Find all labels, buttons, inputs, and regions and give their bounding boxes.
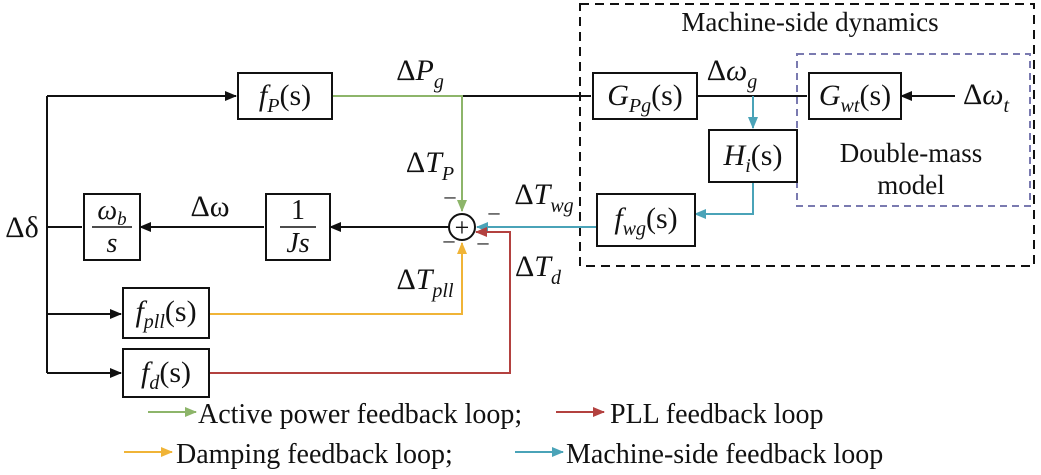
label-delta-twg: ΔTwg [514,178,573,217]
legend-active-text: Active power feedback loop; [198,399,522,430]
label-delta-omega: Δω [190,190,229,223]
label-delta-pg: ΔPg [396,54,444,93]
double-mass-label-line1: Double-mass [840,138,982,168]
block-fwg: fwg(s) [596,193,696,247]
legend-machine-text: Machine-side feedback loop [566,439,883,470]
svg-text:1: 1 [291,195,305,226]
legend-pll-text: PLL feedback loop [610,399,824,430]
machine-side-region [579,3,1035,267]
block-fd: fd(s) [122,348,210,398]
damping-path [209,242,467,315]
svg-text:s: s [107,228,118,259]
block-gpg: GPg(s) [592,72,698,120]
svg-text:GPg(s): GPg(s) [607,79,683,117]
block-hi: Hi(s) [708,129,798,183]
label-delta-wt: Δωt [963,78,1009,117]
machine-side-title: Machine-side dynamics [681,7,938,37]
svg-text:Js: Js [286,228,309,259]
machine-hi-to-fwg [694,182,754,219]
svg-text:fwg(s): fwg(s) [614,202,677,240]
label-delta-wg: Δωg [707,54,757,93]
label-delta-delta: Δδ [5,211,38,244]
summing-junction: + [448,213,476,242]
svg-text:ωb: ωb [97,195,126,230]
label-delta-td: ΔTd [515,250,562,289]
svg-text:Gwt(s): Gwt(s) [819,79,891,117]
block-fp: fP(s) [237,72,333,120]
active-power-path [332,95,467,212]
svg-text:Hi(s): Hi(s) [723,139,783,177]
minus-lower-left: – [443,227,456,252]
pll-path [209,227,511,374]
block-fpll: fpll(s) [122,287,210,339]
svg-text:fd(s): fd(s) [141,356,191,394]
minus-top: – [444,183,457,208]
minus-lower-right: – [477,229,490,254]
svg-text:fP(s): fP(s) [259,79,311,117]
double-mass-label-line2: model [877,170,945,200]
block-gwt: Gwt(s) [808,72,902,120]
label-delta-tpll: ΔTpll [396,263,454,302]
minus-right: – [488,199,501,224]
svg-text:+: + [455,213,470,242]
legend-damping-text: Damping feedback loop; [176,439,453,470]
block-wb: ωb s [83,193,141,261]
label-delta-tp: ΔTP [406,146,454,185]
block-integrator: 1 Js [265,193,331,261]
